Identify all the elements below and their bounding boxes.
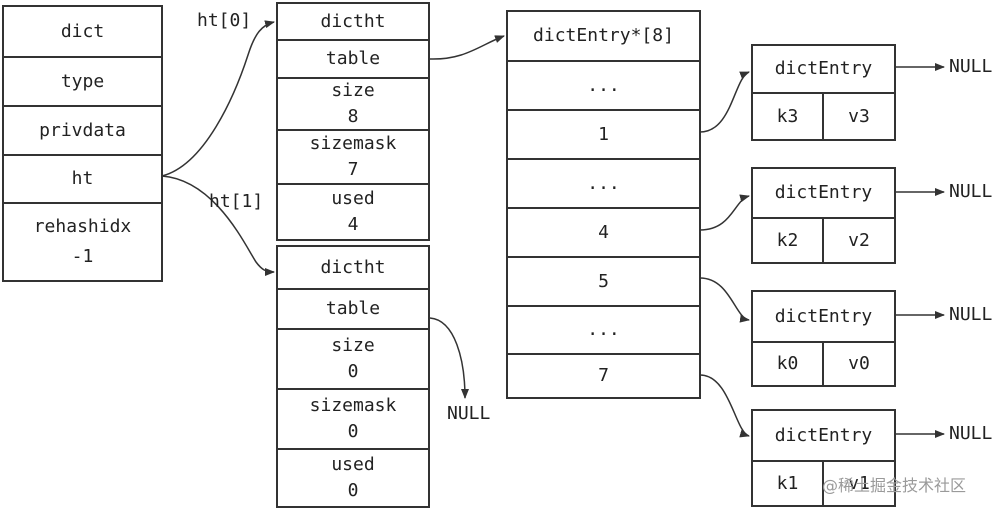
arrow-ht1 <box>161 175 275 276</box>
entry-kv: k2 v2 <box>753 217 894 262</box>
dict-row-dict: dict <box>60 20 105 42</box>
dictentry-array: dictEntry*[8] ... 1 ... 4 5 ... 7 <box>506 10 701 399</box>
entry-title: dictEntry <box>774 424 873 446</box>
array-slot: ... <box>508 158 699 207</box>
ht1-label: ht[1] <box>209 191 264 212</box>
entry-kv: k0 v0 <box>753 341 894 385</box>
dictentry-k2: dictEntry k2 v2 <box>751 167 896 264</box>
dictentry-k0: dictEntry k0 v0 <box>751 290 896 387</box>
arrow-ht0 <box>161 20 275 177</box>
ht1-title: dictht <box>320 256 386 278</box>
entry-value: v1 <box>848 472 870 494</box>
array-slot: ... <box>508 305 699 353</box>
entry-value: v2 <box>848 229 870 251</box>
entry-key: k2 <box>753 219 824 262</box>
dict-row-privdata: privdata <box>4 105 161 154</box>
dict-row-type: type <box>4 56 161 105</box>
array-slot: 5 <box>508 256 699 305</box>
arrow-slot5 <box>699 277 750 323</box>
ht1-table-null: NULL <box>447 403 491 424</box>
dict-row-ht: ht <box>4 154 161 202</box>
entry-key: k0 <box>753 343 824 385</box>
entry-next-null: NULL <box>949 56 993 77</box>
arrow-ht1-table-null <box>429 317 469 399</box>
entry-title: dictEntry <box>774 58 873 79</box>
dictentry-k3: dictEntry k3 v3 <box>751 44 896 141</box>
dict-row-rehashidx: rehashidx -1 <box>4 202 161 280</box>
arrow-slot1 <box>699 71 750 133</box>
ht0-label: ht[0] <box>197 10 252 31</box>
entry-next-null: NULL <box>949 181 993 202</box>
dictentry-k1: dictEntry k1 v1 <box>751 409 896 507</box>
entry-value: v0 <box>848 353 870 374</box>
array-slot: ... <box>508 60 699 109</box>
entry-title: dictEntry <box>774 182 873 203</box>
array-title: dictEntry*[8] <box>533 25 674 46</box>
arrow-ht0-table <box>429 35 505 60</box>
arrow-slot7 <box>699 374 750 438</box>
entry-kv: k1 v1 <box>753 460 894 505</box>
ht0-title: dictht <box>320 10 386 32</box>
ht0-table: table <box>278 39 428 77</box>
watermark: @稀土掘金技术社区 <box>822 476 967 495</box>
ht1-table: table <box>278 288 428 328</box>
entry-value: v3 <box>848 105 870 127</box>
array-slot: 7 <box>508 353 699 397</box>
entry-kv: k3 v3 <box>753 92 894 139</box>
entry-key: k3 <box>753 94 824 139</box>
arrow-slot4 <box>699 194 750 231</box>
entry-title: dictEntry <box>774 305 873 327</box>
array-slot: 4 <box>508 207 699 256</box>
entry-next-null: NULL <box>949 304 993 325</box>
entry-key: k1 <box>753 462 824 505</box>
entry-next-null: NULL <box>949 423 993 444</box>
array-slot: 1 <box>508 109 699 158</box>
dict-struct: dict type privdata ht rehashidx -1 <box>2 5 163 282</box>
